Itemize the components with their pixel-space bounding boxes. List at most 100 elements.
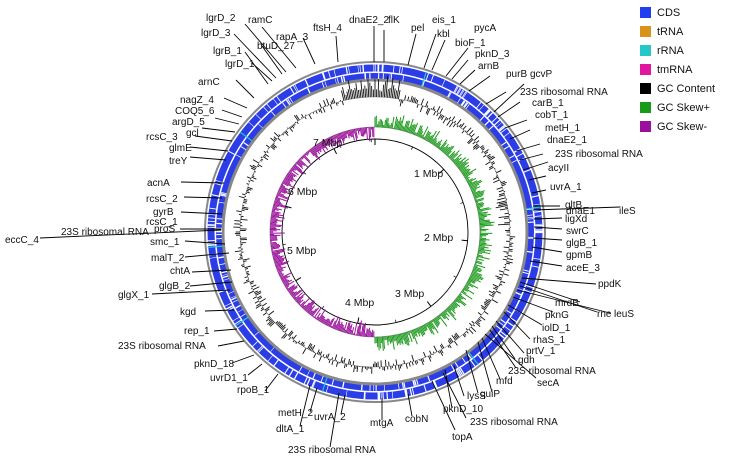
gc-skew-positive-bar <box>428 322 433 330</box>
gc-skew-negative-bar <box>272 250 285 255</box>
gc-skew-negative-bar <box>271 215 285 219</box>
gc-skew-negative-bar <box>277 193 288 199</box>
gc-skew-positive-bar <box>403 120 408 132</box>
gc-content-bar <box>332 98 336 104</box>
gc-content-bar <box>464 332 467 334</box>
gc-skew-positive-bar <box>466 283 474 288</box>
gc-skew-positive-bar <box>433 318 439 327</box>
gc-skew-negative-bar <box>335 134 342 148</box>
cds-gap-stripe <box>403 382 406 389</box>
cds-gap-stripe <box>491 116 498 123</box>
gc-skew-positive-bar <box>443 310 450 317</box>
cds-gap-stripe <box>288 369 294 377</box>
gc-content-bar <box>249 280 255 283</box>
gc-skew-positive-bar <box>403 332 408 346</box>
gc-skew-positive-bar <box>458 294 467 301</box>
gc-skew-positive-bar <box>478 211 483 214</box>
gc-content-bar <box>289 331 294 337</box>
gc-skew-positive-bar <box>478 247 485 250</box>
gc-content-bar <box>503 246 510 249</box>
gc-content-bar <box>496 200 507 204</box>
gc-content-bar <box>473 136 480 141</box>
gc-content-bar <box>425 101 429 107</box>
gc-content-bar <box>483 303 489 307</box>
gc-content-bar <box>278 323 283 328</box>
gc-skew-positive-bar <box>474 195 484 199</box>
gc-skew-negative-bar <box>298 299 304 305</box>
cds-gap-stripe <box>465 104 470 109</box>
cds-gap-stripe <box>224 302 232 307</box>
gc-content-bar <box>291 125 295 129</box>
gc-skew-negative-bar <box>301 305 305 308</box>
cds-gap-stripe <box>459 89 464 96</box>
cds-gap-stripe <box>479 104 485 111</box>
gc-skew-negative-bar <box>331 320 336 329</box>
gc-skew-negative-bar <box>290 168 299 176</box>
gc-content-bar <box>331 99 334 104</box>
legend-label: CDS <box>657 6 681 19</box>
gc-skew-negative-bar <box>295 296 301 301</box>
gc-skew-positive-bar <box>467 280 472 284</box>
gc-skew-negative-bar <box>308 305 316 314</box>
cds-gap-stripe <box>500 331 507 337</box>
gc-content-bar <box>348 358 350 365</box>
gc-content-bar <box>313 353 317 359</box>
gc-skew-positive-bar <box>477 208 492 212</box>
cds-gap-stripe <box>293 85 298 92</box>
gc-content-bar <box>290 126 293 129</box>
gc-content-bar <box>347 80 353 100</box>
gc-content-bar <box>436 106 441 113</box>
cds-gap-stripe <box>320 376 324 382</box>
gc-content-bar <box>242 193 246 196</box>
gc-skew-negative-bar <box>290 291 295 296</box>
gc-skew-positive-bar <box>473 190 485 196</box>
gc-skew-positive-bar <box>447 307 452 311</box>
gc-skew-negative-bar <box>338 133 342 140</box>
gc-skew-positive-bar <box>405 332 410 343</box>
cds-gap-stripe <box>258 124 263 129</box>
gc-skew-positive-bar <box>387 336 390 342</box>
gc-content-bar <box>237 258 243 260</box>
gc-skew-negative-bar <box>273 204 279 208</box>
gc-content-bar <box>479 317 481 319</box>
gc-content-bar <box>318 109 321 113</box>
gc-skew-positive-bar <box>477 254 484 257</box>
gc-content-bar <box>318 351 321 355</box>
gc-skew-positive-bar <box>418 128 423 137</box>
gc-skew-negative-bar <box>291 167 295 171</box>
gene-label: uvrA_2 <box>314 412 346 423</box>
gc-skew-negative-bar <box>299 157 303 160</box>
gc-content-bar <box>369 82 371 98</box>
gc-content-bar <box>407 96 410 102</box>
cds-gap-stripe <box>487 112 493 118</box>
gc-skew-positive-bar <box>443 146 449 153</box>
gc-skew-negative-bar <box>271 245 281 249</box>
gc-skew-negative-bar <box>359 331 362 337</box>
cds-gap-stripe <box>220 193 227 196</box>
gc-skew-positive-bar <box>474 265 478 268</box>
gc-skew-negative-bar <box>363 127 366 135</box>
gc-content-bar <box>498 189 504 193</box>
gc-content-bar <box>289 127 294 132</box>
cds-gap-stripe <box>483 108 490 115</box>
gc-skew-positive-bar <box>461 290 467 294</box>
gc-skew-positive-bar <box>396 334 400 344</box>
gc-skew-positive-bar <box>477 207 481 210</box>
gc-skew-negative-bar <box>342 327 345 333</box>
cds-gap-stripe <box>214 182 222 186</box>
gc-content-bar <box>475 146 480 150</box>
gc-skew-negative-bar <box>357 322 361 336</box>
gc-skew-negative-bar <box>302 304 307 309</box>
rrna-feature-mark <box>207 245 223 249</box>
cds-gap-stripe <box>506 310 512 314</box>
gc-content-bar <box>498 201 507 205</box>
gc-skew-negative-bar <box>301 156 304 159</box>
gc-content-bar <box>420 98 424 106</box>
cds-gap-stripe <box>273 98 278 105</box>
gc-content-bar <box>246 188 252 191</box>
gc-content-bar <box>422 358 425 363</box>
gc-skew-positive-bar <box>444 145 453 155</box>
gc-skew-negative-bar <box>291 289 301 298</box>
gc-skew-positive-bar <box>450 150 460 160</box>
gc-content-bar <box>469 134 472 137</box>
